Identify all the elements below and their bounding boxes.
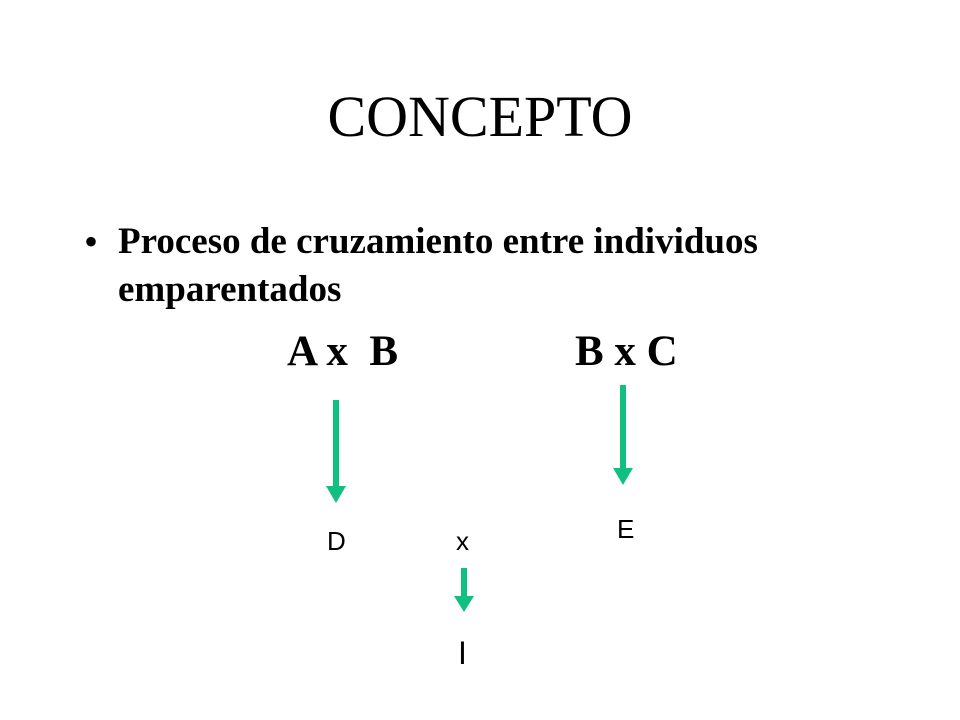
arrow-to-i [454,568,474,612]
bullet-text: Proceso de cruzamiento entre individuos … [118,221,758,310]
bullet-marker: • [84,219,99,264]
result-i: I [458,635,467,671]
arrow-to-d [326,400,346,503]
cross-b-c: B x C [575,328,678,375]
bullet-item: • Proceso de cruzamiento entre individuo… [84,218,904,314]
offspring-d: D [327,526,346,556]
arrow-to-i-shaft [461,568,467,598]
arrow-to-d-shaft [333,400,339,488]
slide-title: CONCEPTO [327,84,633,149]
arrow-to-i-head [454,596,474,612]
arrow-to-d-head [326,486,346,503]
offspring-e: E [617,514,635,544]
arrow-to-e-shaft [620,385,626,470]
arrow-to-e-head [613,468,633,485]
arrow-to-e [613,385,633,485]
cross-symbol-x: x [456,526,469,556]
cross-a-b: A x B [287,328,399,375]
